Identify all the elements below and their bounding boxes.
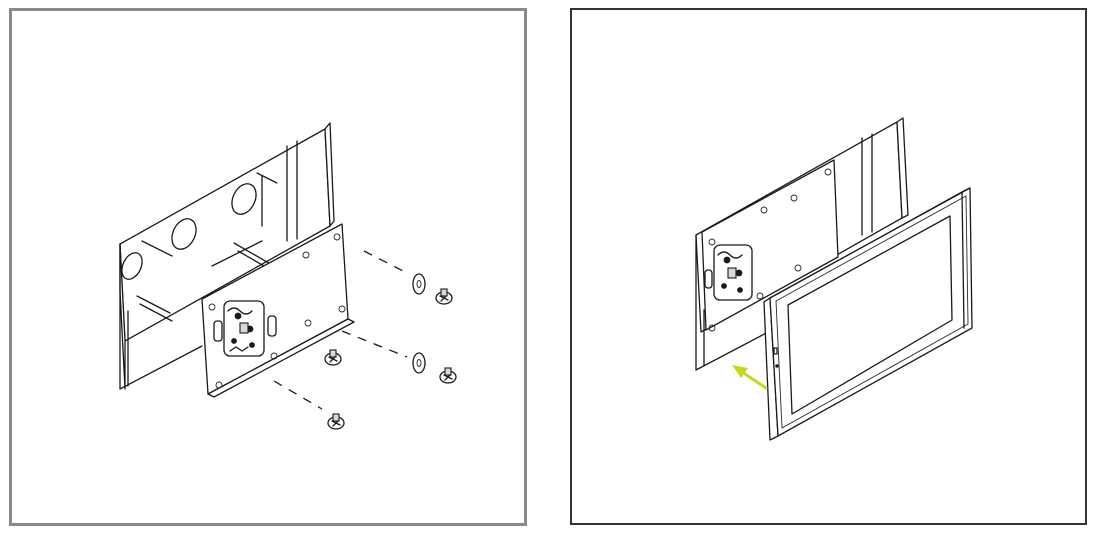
alignment-lines bbox=[273, 250, 408, 410]
screw bbox=[439, 367, 457, 384]
screw bbox=[324, 349, 342, 366]
knockout-hole bbox=[121, 252, 143, 280]
back-box bbox=[119, 122, 335, 390]
plate-hole bbox=[304, 319, 312, 327]
panel-attach-panel bbox=[570, 8, 1087, 525]
circuit-module bbox=[704, 244, 753, 301]
plate-hole bbox=[333, 233, 341, 241]
plate-hole bbox=[824, 168, 832, 176]
mounting-plate bbox=[701, 159, 839, 332]
touch-panel bbox=[763, 187, 973, 441]
screw bbox=[327, 413, 345, 430]
plate-hole bbox=[794, 264, 802, 272]
plate-hole bbox=[708, 238, 716, 246]
knockout-hole bbox=[171, 218, 197, 250]
knockout-hole bbox=[231, 183, 257, 215]
plate-hole bbox=[302, 251, 310, 259]
panel-mount-plate bbox=[9, 8, 527, 526]
plate-hole bbox=[270, 352, 278, 360]
plate-hole bbox=[338, 305, 346, 313]
plate-hole bbox=[790, 194, 798, 202]
circuit-module bbox=[213, 300, 277, 357]
touch-screen bbox=[787, 215, 953, 415]
plate-hole bbox=[708, 324, 716, 332]
washer bbox=[412, 273, 426, 295]
mount-plate-illustration bbox=[119, 122, 457, 430]
plate-hole bbox=[756, 292, 764, 300]
direction-arrow bbox=[732, 365, 768, 390]
panel-led bbox=[775, 364, 779, 368]
mounting-plate bbox=[201, 223, 355, 398]
plate-hole bbox=[760, 206, 768, 214]
plate-hole bbox=[208, 303, 216, 311]
panel-sensor bbox=[773, 347, 778, 355]
screw bbox=[435, 288, 453, 305]
plate-hole bbox=[215, 381, 223, 389]
washer bbox=[412, 352, 426, 374]
attach-panel-illustration bbox=[695, 117, 973, 441]
